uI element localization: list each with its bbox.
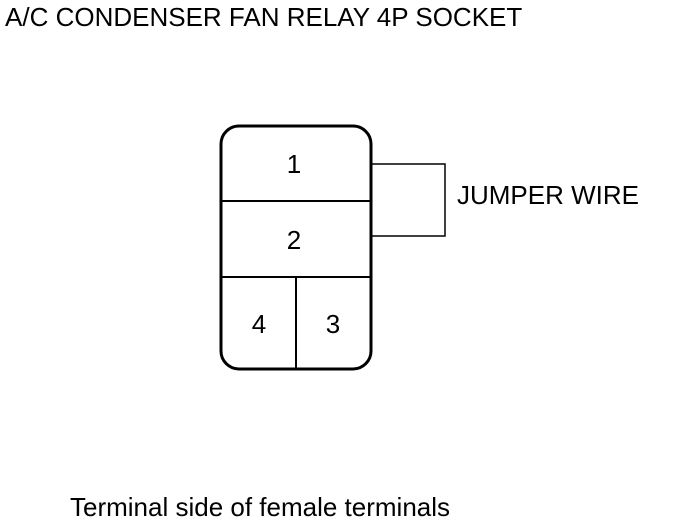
terminal-3-label: 3: [326, 309, 340, 339]
jumper-wire: [371, 163, 446, 237]
terminal-2-label: 2: [287, 225, 301, 255]
jumper-wire-label: JUMPER WIRE: [457, 180, 639, 210]
diagram-title: A/C CONDENSER FAN RELAY 4P SOCKET: [5, 2, 523, 32]
terminal-1-label: 1: [287, 149, 301, 179]
terminal-4-label: 4: [252, 309, 266, 339]
diagram-caption: Terminal side of female terminals: [70, 492, 451, 522]
